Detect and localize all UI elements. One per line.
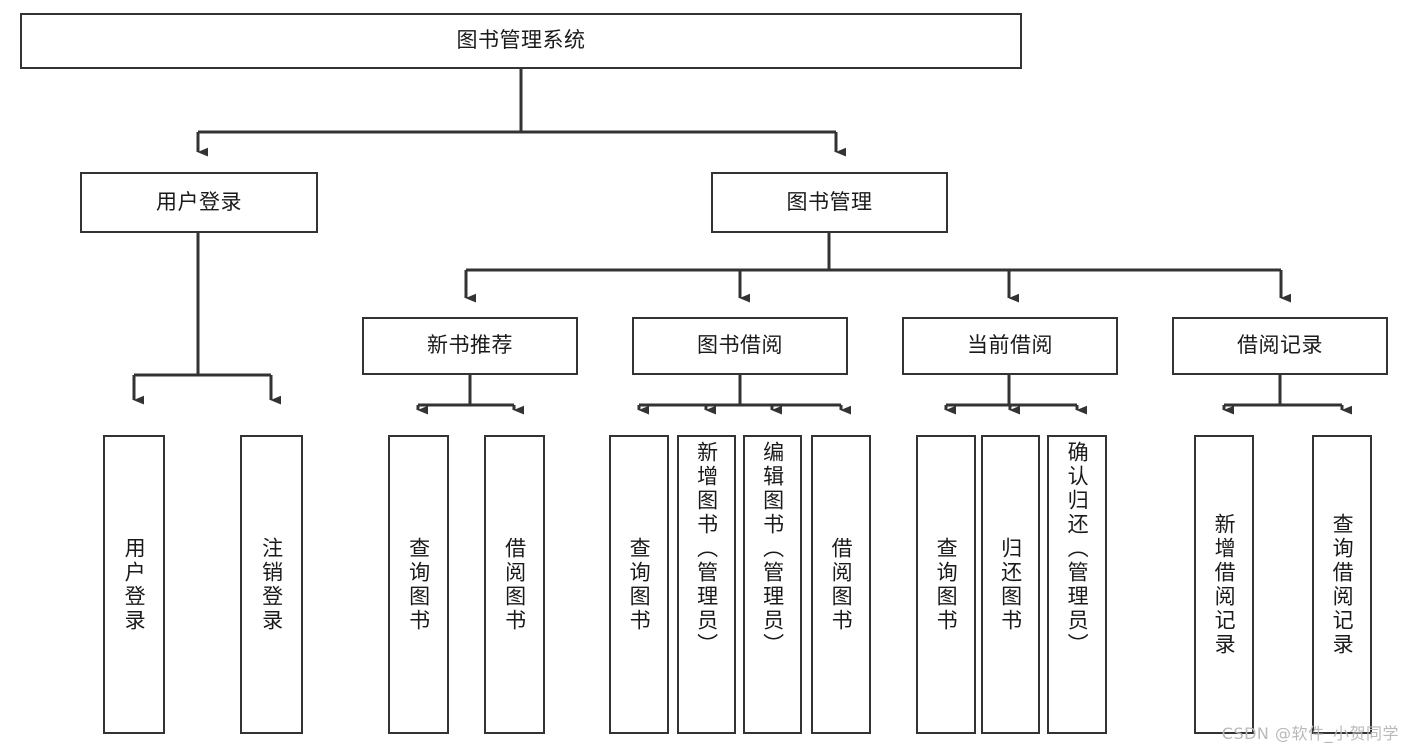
node-leaf-add-book-label: 新增图书（管理员） <box>694 441 719 657</box>
node-leaf-add-book[interactable]: 新增图书（管理员） <box>677 435 736 734</box>
node-leaf-confirm-return-label: 确认归还（管理员） <box>1065 441 1090 657</box>
node-leaf-edit-book-label: 编辑图书（管理员） <box>760 441 785 657</box>
node-book-manage-label: 图书管理 <box>786 189 873 214</box>
node-leaf-borrow-book-1-label: 借阅图书 <box>502 536 527 633</box>
node-root-label: 图书管理系统 <box>456 28 586 53</box>
node-leaf-query-book-2-label: 查询图书 <box>627 536 652 633</box>
node-book-borrow[interactable]: 图书借阅 <box>632 317 848 375</box>
node-leaf-query-book-3-label: 查询图书 <box>934 536 959 633</box>
node-borrow-record-label: 借阅记录 <box>1237 333 1323 358</box>
csdn-watermark: CSDN @软件_小贺同学 <box>1221 724 1399 743</box>
node-leaf-borrow-book-2-label: 借阅图书 <box>829 536 854 633</box>
node-user-login[interactable]: 用户登录 <box>80 172 318 233</box>
node-leaf-logout-login[interactable]: 注销登录 <box>240 435 303 734</box>
node-leaf-query-book-3[interactable]: 查询图书 <box>916 435 976 734</box>
node-leaf-return-book-label: 归还图书 <box>998 536 1023 633</box>
node-leaf-borrow-book-1[interactable]: 借阅图书 <box>484 435 545 734</box>
node-leaf-borrow-book-2[interactable]: 借阅图书 <box>811 435 871 734</box>
node-new-book-recommend[interactable]: 新书推荐 <box>362 317 578 375</box>
node-leaf-return-book[interactable]: 归还图书 <box>981 435 1040 734</box>
node-current-borrow[interactable]: 当前借阅 <box>902 317 1118 375</box>
node-leaf-confirm-return[interactable]: 确认归还（管理员） <box>1047 435 1107 734</box>
node-leaf-logout-login-label: 注销登录 <box>259 536 284 633</box>
node-book-borrow-label: 图书借阅 <box>697 333 783 358</box>
node-book-manage[interactable]: 图书管理 <box>711 172 948 233</box>
node-leaf-user-login-label: 用户登录 <box>122 536 147 633</box>
node-borrow-record[interactable]: 借阅记录 <box>1172 317 1388 375</box>
node-current-borrow-label: 当前借阅 <box>967 333 1053 358</box>
node-leaf-query-book-1[interactable]: 查询图书 <box>388 435 449 734</box>
node-leaf-query-book-1-label: 查询图书 <box>406 536 431 633</box>
node-leaf-query-record[interactable]: 查询借阅记录 <box>1312 435 1372 734</box>
node-new-book-recommend-label: 新书推荐 <box>427 333 513 358</box>
node-leaf-edit-book[interactable]: 编辑图书（管理员） <box>743 435 802 734</box>
node-leaf-add-record-label: 新增借阅记录 <box>1212 512 1237 657</box>
node-leaf-add-record[interactable]: 新增借阅记录 <box>1194 435 1254 734</box>
node-user-login-label: 用户登录 <box>156 189 242 214</box>
node-leaf-query-book-2[interactable]: 查询图书 <box>609 435 669 734</box>
node-leaf-user-login[interactable]: 用户登录 <box>103 435 165 734</box>
node-root[interactable]: 图书管理系统 <box>20 13 1022 69</box>
node-leaf-query-record-label: 查询借阅记录 <box>1330 512 1355 657</box>
